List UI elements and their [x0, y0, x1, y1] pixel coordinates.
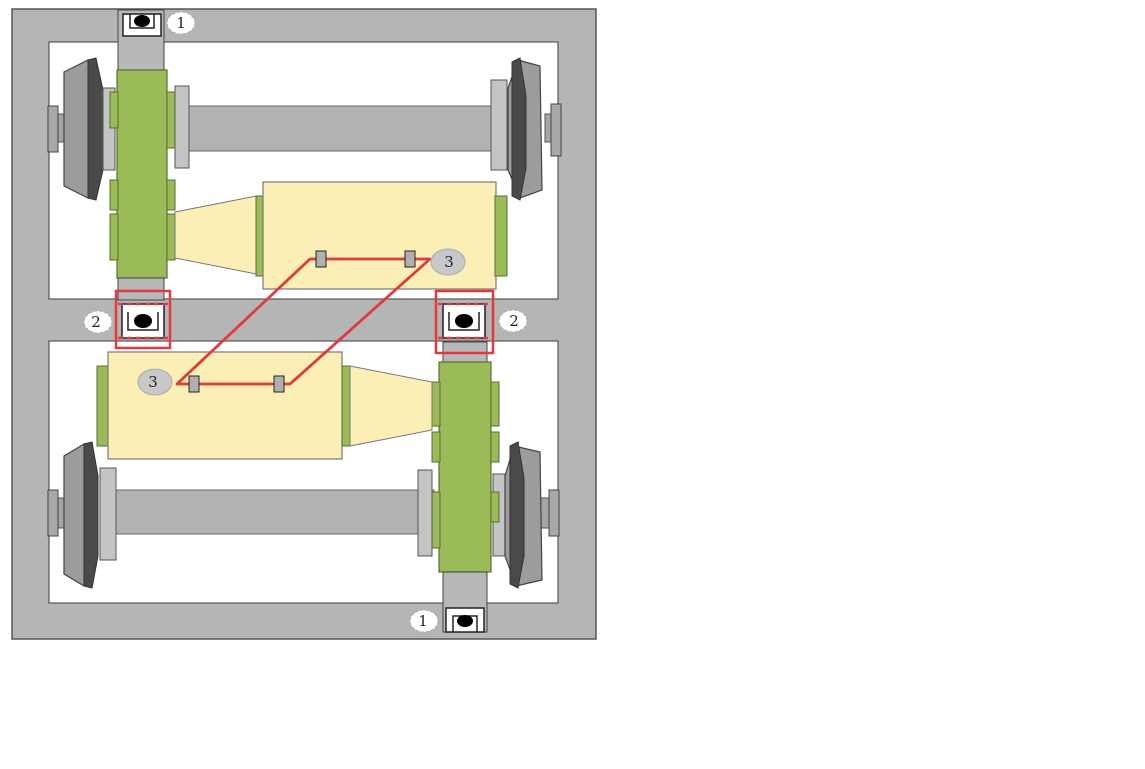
bearing-bottom: [445, 607, 485, 633]
callout-3-upper: 3: [430, 248, 466, 276]
bearing-middle-left: [121, 303, 165, 339]
lower-wheelset: [47, 341, 560, 633]
svg-text:2: 2: [91, 313, 101, 331]
traction-motor-lower: [96, 351, 433, 460]
svg-text:3: 3: [148, 373, 158, 391]
svg-text:1: 1: [418, 612, 428, 630]
svg-text:1: 1: [176, 14, 186, 32]
callout-2-right: 2: [498, 309, 528, 333]
callout-3-lower: 3: [137, 368, 173, 396]
gearbox-upper: [109, 9, 190, 301]
bearing-middle-right: [442, 303, 486, 339]
motor-linkage: [175, 250, 432, 393]
callout-1-top: 1: [166, 11, 196, 35]
wheel-upper-right: [490, 57, 562, 201]
highlight-box-left: [114, 289, 172, 350]
wheel-lower-left: [47, 441, 117, 589]
upper-wheelset: [47, 9, 562, 301]
svg-text:3: 3: [444, 253, 454, 271]
gearbox-lower: [417, 341, 500, 633]
callout-1-bottom: 1: [409, 609, 439, 633]
highlight-box-right: [434, 289, 495, 355]
wheel-upper-left: [47, 57, 116, 201]
svg-text:2: 2: [509, 312, 519, 330]
bearing-top: [122, 13, 162, 37]
callout-2-left: 2: [83, 310, 113, 334]
